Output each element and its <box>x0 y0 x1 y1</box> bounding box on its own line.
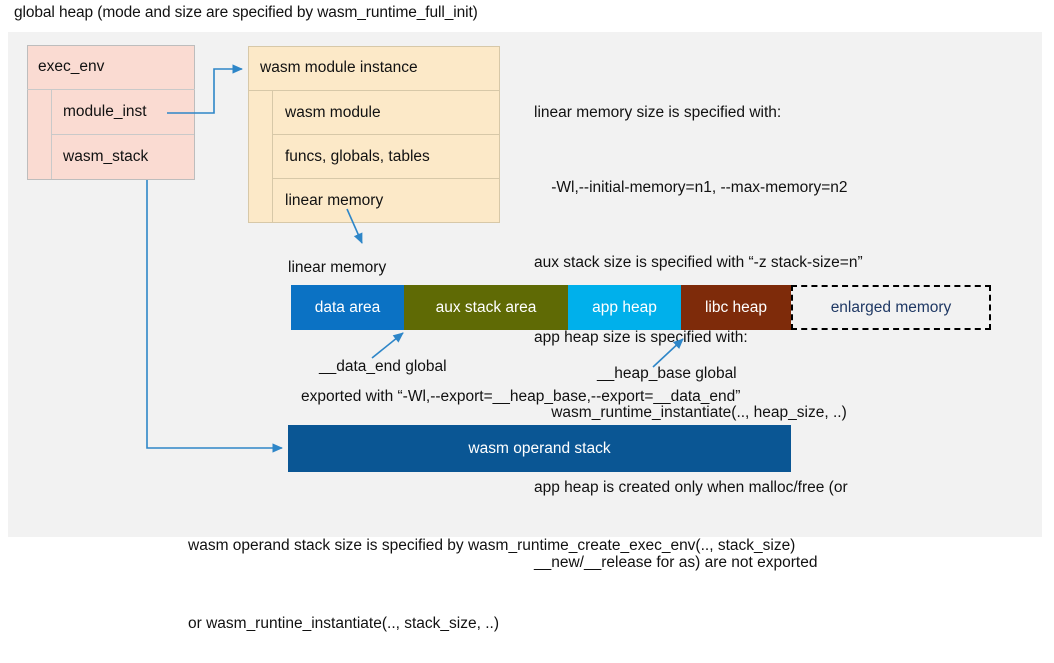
note-line-1: -Wl,--initial-memory=n1, --max-memory=n2 <box>534 179 848 196</box>
data-end-global-label: __data_end global <box>319 358 447 375</box>
memory-segment-data-area: data area <box>291 285 404 330</box>
module-instance-row-wasm-module: wasm module <box>273 91 499 135</box>
page-title: global heap (mode and size are specified… <box>14 4 478 21</box>
module-instance-row-funcs-globals-tables: funcs, globals, tables <box>273 135 499 179</box>
wasm-module-instance-header-label: wasm module instance <box>248 46 500 91</box>
operand-stack-notes: wasm operand stack size is specified by … <box>188 481 795 663</box>
exported-with-label: exported with “-Wl,--export=__heap_base,… <box>301 388 741 405</box>
linear-memory-notes: linear memory size is specified with: -W… <box>534 50 1044 600</box>
exec-env-gutter <box>28 90 52 179</box>
exec-env-row-wasm-stack: wasm_stack <box>63 148 149 165</box>
memory-segment-libc-heap: libc heap <box>681 285 791 330</box>
wasm-operand-stack-bar: wasm operand stack <box>288 425 791 472</box>
memory-segment-app-heap: app heap <box>568 285 681 330</box>
linear-memory-label: linear memory <box>288 259 387 276</box>
heap-base-global-label: __heap_base global <box>597 365 737 382</box>
memory-segment-aux-stack-area: aux stack area <box>404 285 568 330</box>
note-line-2: aux stack size is specified with “-z sta… <box>534 254 863 271</box>
module-instance-row-linear-memory: linear memory <box>285 191 384 209</box>
bottom-note-line-0: wasm operand stack size is specified by … <box>188 537 796 554</box>
linear-memory-bar: data area aux stack area app heap libc h… <box>291 285 791 330</box>
exec-env-header-label: exec_env <box>27 45 195 90</box>
note-line-0: linear memory size is specified with: <box>534 104 782 121</box>
bottom-note-line-1: or wasm_runtine_instantiate(.., stack_si… <box>188 615 499 632</box>
wasm-module-instance-gutter <box>249 91 273 222</box>
note-line-4: wasm_runtime_instantiate(.., heap_size, … <box>534 404 847 421</box>
exec-env-row-module-inst: module_inst <box>52 90 194 135</box>
memory-segment-enlarged-memory: enlarged memory <box>791 285 991 330</box>
note-line-5: app heap is created only when malloc/fre… <box>534 479 848 496</box>
